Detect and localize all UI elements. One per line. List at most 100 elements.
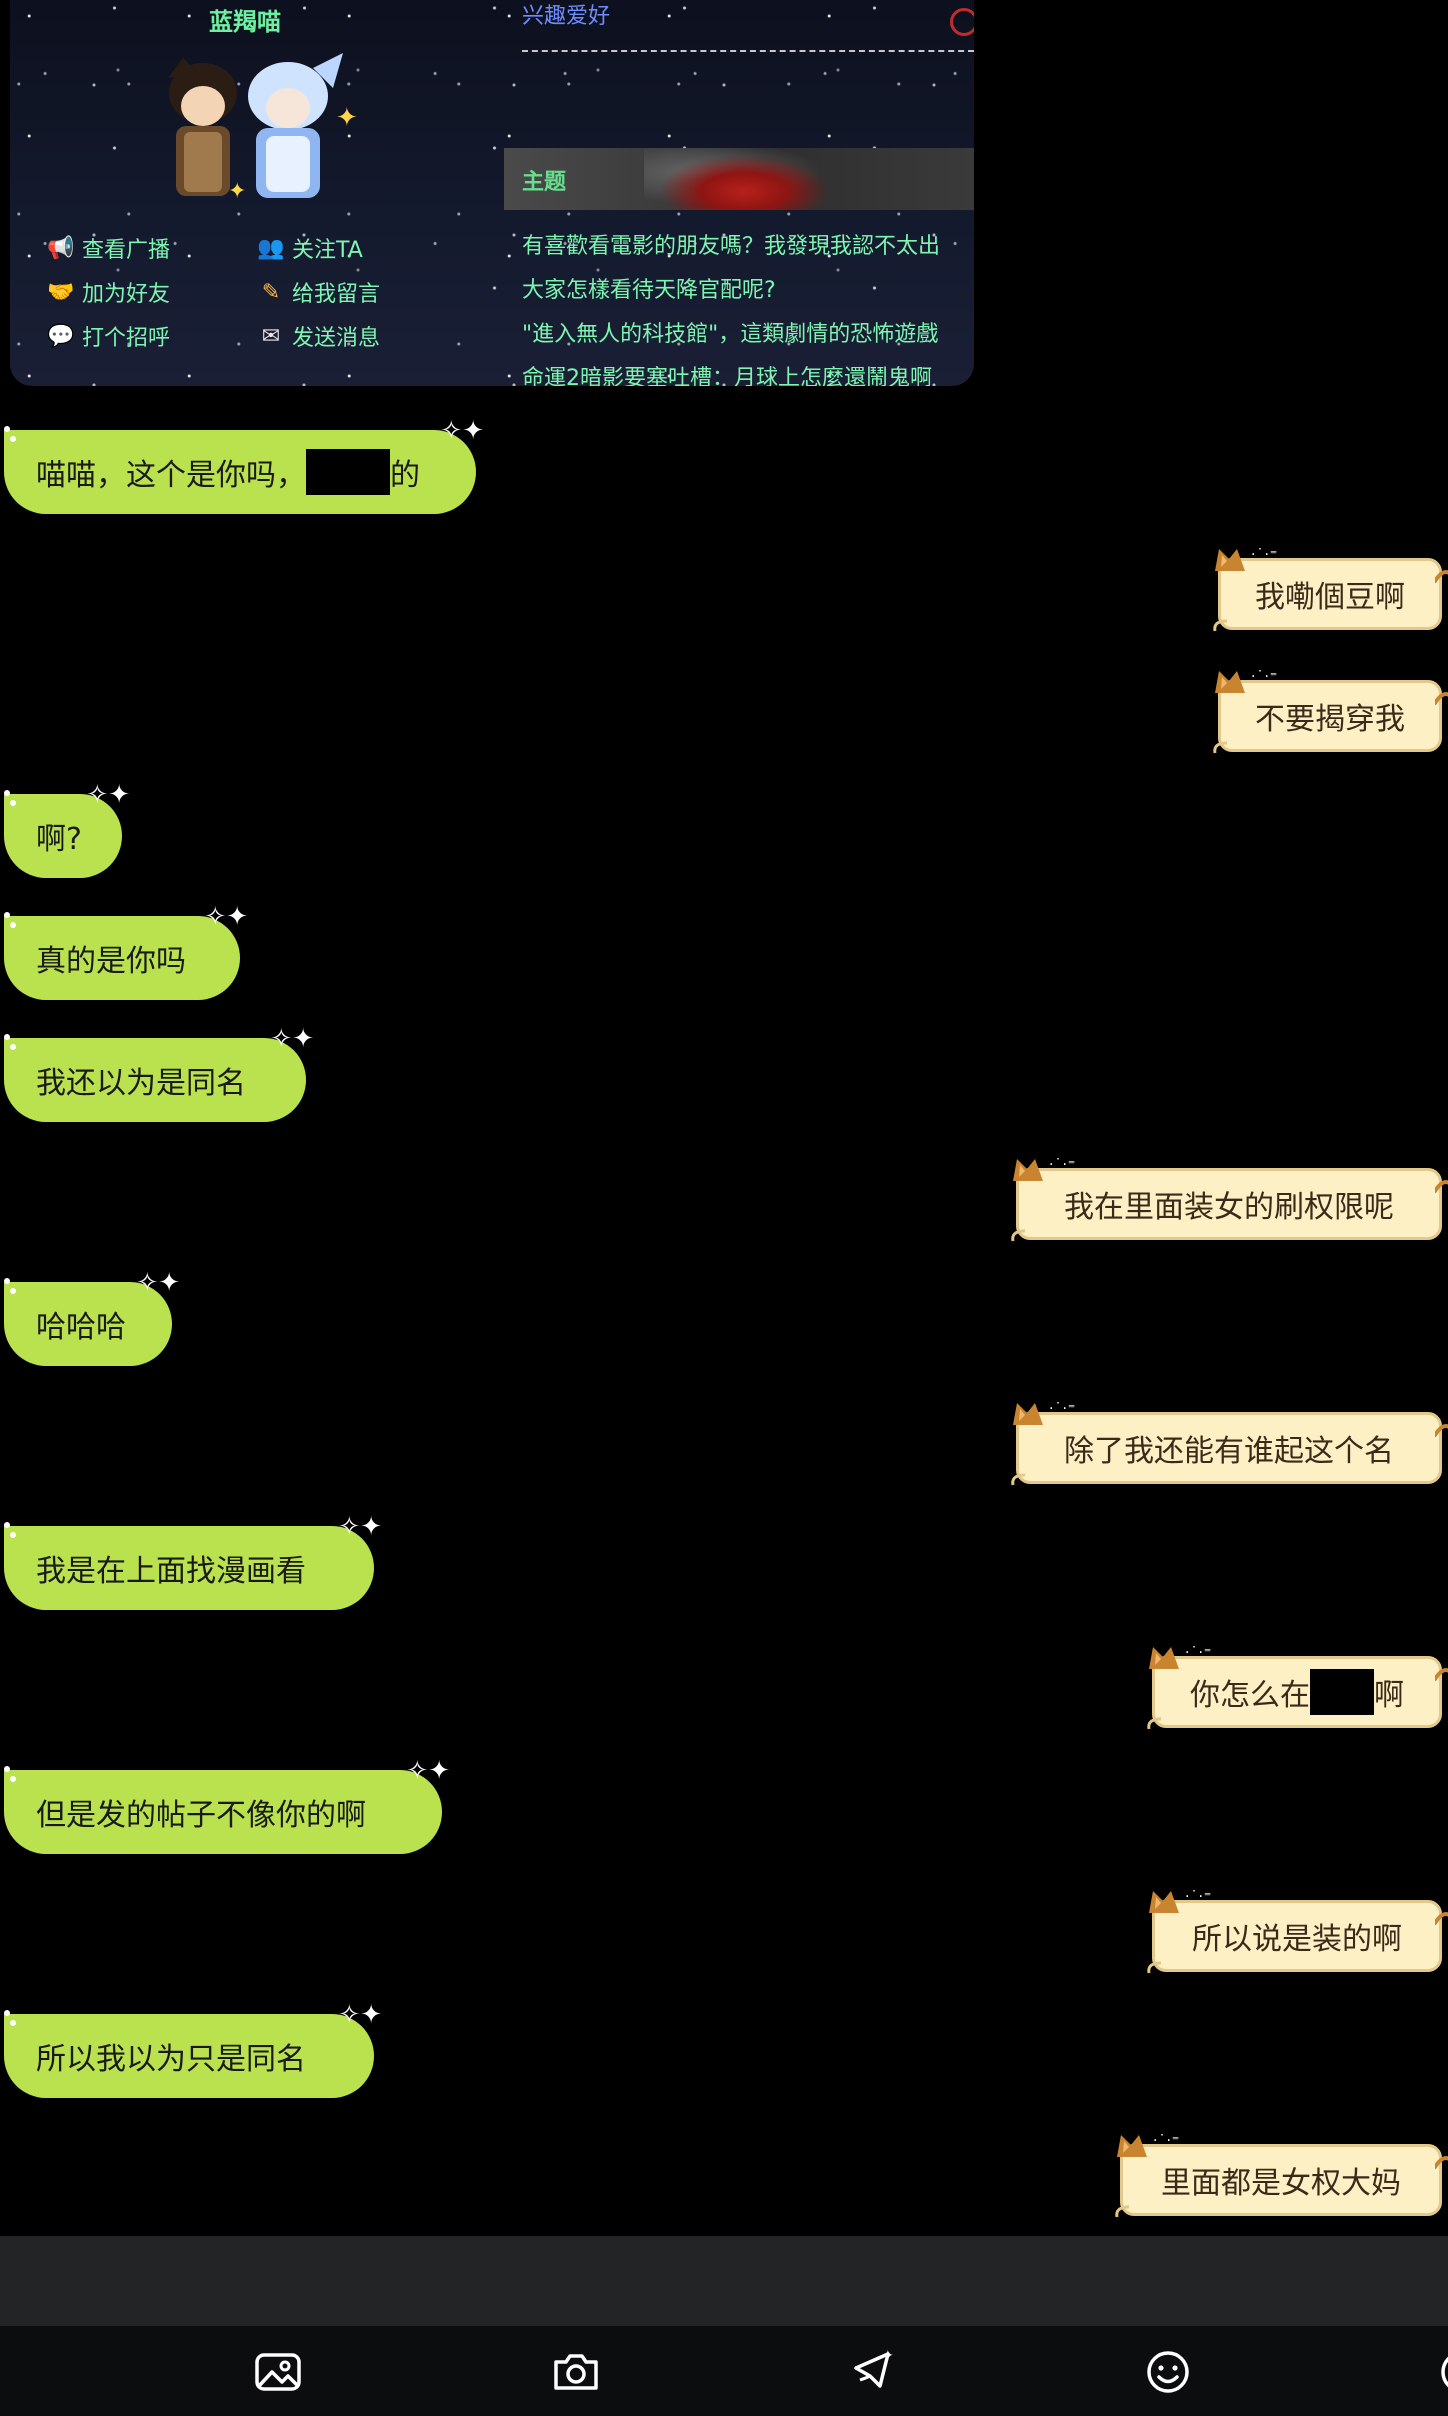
- profile-card-right: 兴趣爱好 主题 有喜歡看電影的朋友嗎？我發現我認不太出 大家怎樣看待天降官配呢?…: [494, 0, 974, 386]
- action-label: 发送消息: [292, 326, 381, 351]
- bubble-decoration: [1213, 619, 1228, 632]
- incoming-message-bubble[interactable]: 但是发的帖子不像你的啊 ✧✦: [4, 1758, 450, 1854]
- view-broadcast-link[interactable]: 📢 查看广播: [46, 232, 170, 264]
- greet-icon: 💬: [47, 323, 75, 349]
- input-toolbar: ✦: [0, 2326, 1448, 2416]
- leave-message-link[interactable]: ✎ 给我留言: [256, 276, 380, 308]
- bubble-decoration: [4, 2010, 16, 2032]
- cat-ears-icon: [1215, 671, 1245, 693]
- cat-ears-icon: [1117, 2135, 1147, 2157]
- bubble-decoration: [1213, 741, 1228, 754]
- shared-profile-card[interactable]: 蓝羯喵 ✦ ✦: [10, 0, 974, 386]
- topic-item[interactable]: "進入無人的科技館"，這類劇情的恐怖遊戲: [522, 322, 939, 347]
- bubble-decoration: [4, 912, 16, 934]
- sparkle-icon: ✧✦: [440, 416, 484, 446]
- topic-item[interactable]: 有喜歡看電影的朋友嗎？我發現我認不太出: [522, 234, 941, 259]
- svg-text:✦: ✦: [336, 103, 358, 133]
- outgoing-message-bubble[interactable]: 你怎么在啊·˙·⁼: [1147, 1645, 1448, 1730]
- incoming-message-bubble[interactable]: 所以我以为只是同名 ✧✦: [4, 2002, 382, 2098]
- cat-ears-icon: [1013, 1403, 1043, 1425]
- record-icon: [950, 8, 974, 36]
- hobby-label: 兴趣爱好: [522, 4, 611, 29]
- action-label: 加为好友: [82, 282, 171, 307]
- cat-tail-icon: [1435, 1912, 1448, 1925]
- mail-icon: ✉: [261, 323, 281, 349]
- bubble-decoration: ·˙·⁼: [1049, 1401, 1077, 1417]
- message-text: 不要揭穿我: [1255, 702, 1405, 737]
- cat-tail-icon: [1435, 570, 1448, 583]
- bubble-decoration: ·˙·⁼: [1185, 1645, 1213, 1661]
- add-friend-link[interactable]: 🤝 加为好友: [46, 276, 170, 308]
- bubble-decoration: [4, 1034, 16, 1056]
- cat-tail-icon: [1435, 1424, 1448, 1437]
- incoming-message-bubble[interactable]: 喵喵，这个是你吗，的✧✦: [4, 418, 484, 514]
- bubble-decoration: [1147, 1717, 1162, 1730]
- redacted-block: [1310, 1669, 1374, 1715]
- cat-ears-icon: [1149, 1647, 1179, 1669]
- sparkle-icon: ✧✦: [86, 780, 130, 810]
- outgoing-message-bubble[interactable]: 不要揭穿我 ·˙·⁼: [1213, 669, 1448, 754]
- message-input-bar[interactable]: [0, 2236, 1448, 2326]
- message-text: 我还以为是同名: [36, 1066, 246, 1101]
- message-text: 所以我以为只是同名: [36, 2042, 306, 2077]
- message-text: 里面都是女权大妈: [1161, 2166, 1401, 2201]
- cat-tail-icon: [1435, 1668, 1448, 1681]
- bubble-decoration: ·˙·⁼: [1251, 547, 1279, 563]
- outgoing-message-bubble[interactable]: 所以说是装的啊·˙·⁼: [1147, 1889, 1448, 1974]
- message-text: 但是发的帖子不像你的啊: [36, 1798, 366, 1833]
- greet-link[interactable]: 💬 打个招呼: [46, 320, 170, 352]
- follow-icon: 👥: [257, 235, 285, 261]
- outgoing-message-bubble[interactable]: 里面都是女权大妈 ·˙·⁼: [1115, 2133, 1448, 2218]
- sparkle-icon: ✧✦: [204, 902, 248, 932]
- incoming-message-bubble[interactable]: 我是在上面找漫画看✧✦: [4, 1514, 382, 1610]
- bubble-decoration: [1115, 2205, 1130, 2218]
- incoming-message-bubble[interactable]: 啊?✧✦: [4, 782, 130, 878]
- outgoing-message-bubble[interactable]: 除了我还能有谁起这个名 ·˙·⁼: [1011, 1401, 1448, 1486]
- broadcast-icon: 📢: [47, 235, 75, 261]
- bubble-decoration: ·˙·⁼: [1153, 2133, 1181, 2149]
- message-text: 哈哈哈: [36, 1310, 126, 1345]
- divider: [522, 50, 974, 52]
- bubble-decoration: ·˙·⁼: [1251, 669, 1279, 685]
- redacted-block: [306, 449, 390, 495]
- outgoing-message-bubble[interactable]: 我在里面装女的刷权限呢·˙·⁼: [1011, 1157, 1448, 1242]
- bubble-decoration: [4, 790, 16, 812]
- sparkle-icon: ✧✦: [338, 1512, 382, 1542]
- sparkle-icon: ✧✦: [338, 2000, 382, 2030]
- message-text: 除了我还能有谁起这个名: [1064, 1434, 1394, 1469]
- bubble-decoration: [4, 1522, 16, 1544]
- outgoing-message-bubble[interactable]: 我嘞個豆啊 ·˙·⁼: [1213, 547, 1448, 632]
- sparkle-icon: ✧✦: [406, 1756, 450, 1786]
- message-text: 你怎么在: [1190, 1678, 1310, 1713]
- location-icon[interactable]: ✦: [846, 2346, 898, 2398]
- svg-text:✦: ✦: [228, 179, 246, 204]
- message-text: 啊?: [36, 822, 82, 857]
- send-message-link[interactable]: ✉ 发送消息: [256, 320, 380, 352]
- action-label: 打个招呼: [82, 326, 171, 351]
- incoming-message-bubble[interactable]: 真的是你吗✧✦: [4, 904, 248, 1000]
- topic-item[interactable]: 大家怎樣看待天降官配呢?: [522, 278, 776, 303]
- image-icon[interactable]: [252, 2346, 304, 2398]
- bubble-decoration: [1011, 1229, 1026, 1242]
- profile-card-left: 蓝羯喵 ✦ ✦: [10, 0, 494, 386]
- cat-ears-icon: [1149, 1891, 1179, 1913]
- follow-link[interactable]: 👥 关注TA: [256, 232, 363, 264]
- emoji-icon[interactable]: [1142, 2346, 1194, 2398]
- message-text: 我嘞個豆啊: [1255, 580, 1405, 615]
- incoming-message-bubble[interactable]: 我还以为是同名✧✦: [4, 1026, 314, 1122]
- more-icon[interactable]: [1436, 2346, 1448, 2398]
- pen-icon: ✎: [261, 279, 281, 305]
- bubble-decoration: [4, 426, 16, 448]
- action-label: 给我留言: [292, 282, 381, 307]
- action-label: 关注TA: [292, 238, 363, 263]
- cat-tail-icon: [1435, 2156, 1448, 2169]
- topic-item[interactable]: 命運2暗影要塞吐槽：月球上怎麼還鬧鬼啊: [522, 366, 932, 386]
- cat-ears-icon: [1215, 549, 1245, 571]
- bubble-decoration: ·˙·⁼: [1049, 1157, 1077, 1173]
- incoming-message-bubble[interactable]: 哈哈哈✧✦: [4, 1270, 180, 1366]
- topic-header: 主题: [504, 148, 974, 210]
- camera-icon[interactable]: [550, 2346, 602, 2398]
- cat-ears-icon: [1013, 1159, 1043, 1181]
- topic-banner-image: [644, 148, 844, 210]
